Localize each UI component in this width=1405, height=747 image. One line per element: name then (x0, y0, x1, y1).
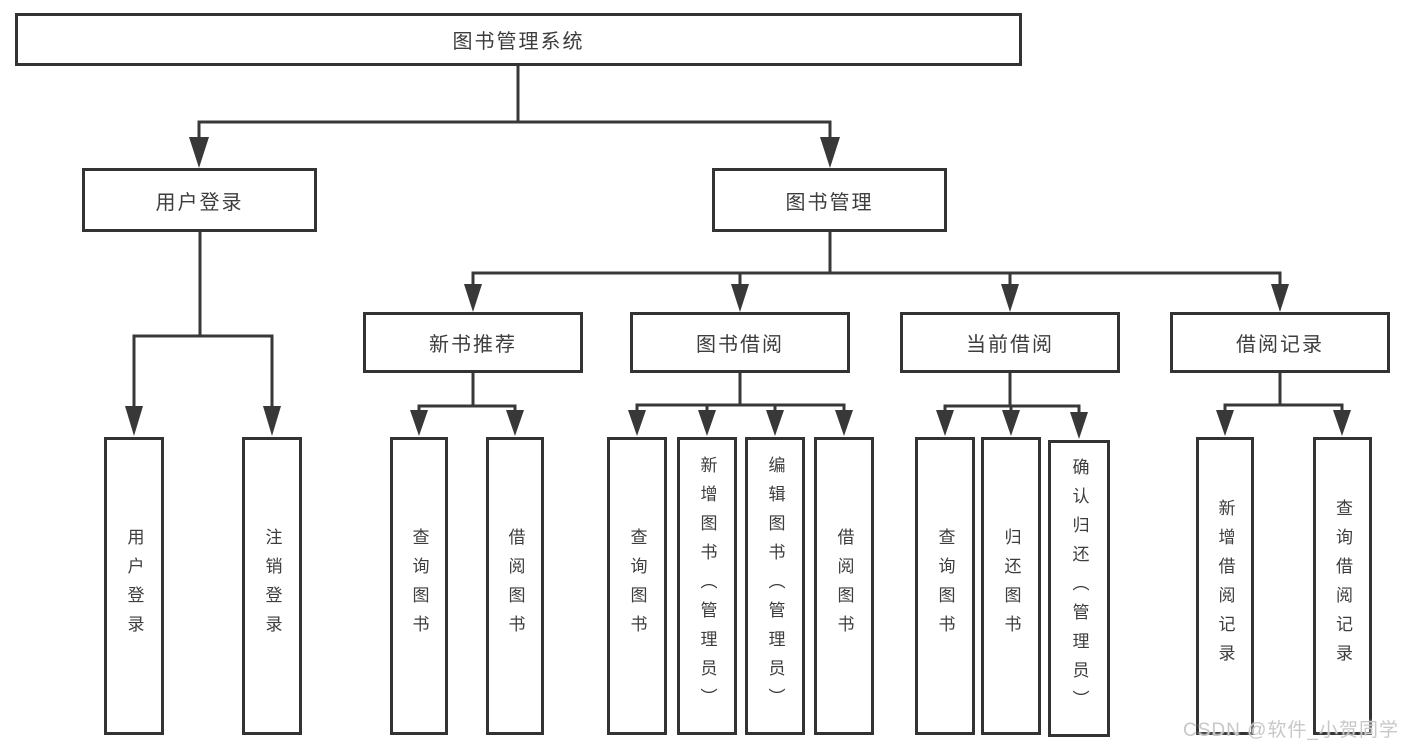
node-user-login: 用户登录 (82, 168, 317, 232)
node-borrow-records-label: 借阅记录 (1236, 334, 1324, 356)
node-book-borrow: 图书借阅 (630, 312, 850, 373)
leaf-current-query-books: 查询图书 (915, 437, 975, 735)
leaf-user-login: 用户登录 (104, 437, 164, 735)
node-new-book-recommend-label: 新书推荐 (429, 334, 517, 356)
leaf-recommend-borrow-books: 借阅图书 (486, 437, 544, 735)
leaf-add-borrow-record: 新增借阅记录 (1196, 437, 1254, 735)
node-book-management: 图书管理 (712, 168, 947, 232)
leaf-borrow-books-label: 借阅图书 (834, 528, 854, 644)
leaf-borrow-query-books-label: 查询图书 (627, 528, 647, 644)
node-root-label: 图书管理系统 (452, 31, 585, 53)
leaf-borrow-query-books: 查询图书 (607, 437, 667, 735)
leaf-add-borrow-record-label: 新增借阅记录 (1215, 499, 1235, 673)
leaf-recommend-borrow-books-label: 借阅图书 (505, 528, 525, 644)
leaf-add-books-admin-label: 新增图书（管理员） (697, 455, 717, 717)
node-book-management-label: 图书管理 (785, 191, 874, 214)
leaf-confirm-return-admin: 确认归还（管理员） (1048, 440, 1110, 737)
leaf-return-books: 归还图书 (981, 437, 1041, 735)
node-borrow-records: 借阅记录 (1170, 312, 1390, 373)
leaf-query-borrow-record: 查询借阅记录 (1313, 437, 1372, 735)
node-current-borrow-label: 当前借阅 (966, 334, 1054, 356)
node-new-book-recommend: 新书推荐 (363, 312, 583, 373)
csdn-watermark: CSDN @软件_小贺同学 (1183, 720, 1399, 741)
node-root-system: 图书管理系统 (15, 13, 1022, 66)
leaf-add-books-admin: 新增图书（管理员） (677, 437, 737, 735)
leaf-user-login-label: 用户登录 (124, 528, 144, 644)
arrowheads (125, 137, 1351, 439)
leaf-confirm-return-admin-label: 确认归还（管理员） (1069, 458, 1089, 719)
leaf-recommend-query-books: 查询图书 (390, 437, 448, 735)
leaf-edit-books-admin-label: 编辑图书（管理员） (765, 455, 785, 717)
leaf-borrow-books: 借阅图书 (814, 437, 874, 735)
node-book-borrow-label: 图书借阅 (696, 334, 784, 356)
node-user-login-label: 用户登录 (155, 191, 244, 214)
leaf-query-borrow-record-label: 查询借阅记录 (1333, 499, 1352, 673)
leaf-logout: 注销登录 (242, 437, 302, 735)
node-current-borrow: 当前借阅 (900, 312, 1120, 373)
leaf-edit-books-admin: 编辑图书（管理员） (745, 437, 805, 735)
leaf-logout-label: 注销登录 (262, 528, 282, 644)
leaf-current-query-books-label: 查询图书 (935, 528, 955, 644)
leaf-return-books-label: 归还图书 (1001, 528, 1021, 644)
leaf-recommend-query-books-label: 查询图书 (409, 528, 429, 644)
